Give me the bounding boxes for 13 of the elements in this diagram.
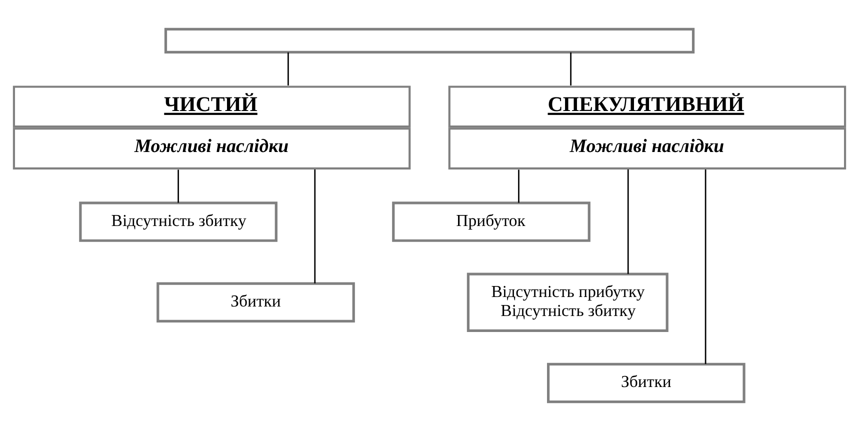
- connector: [314, 169, 316, 284]
- node-box: Збитки: [547, 362, 746, 404]
- connector: [518, 170, 520, 203]
- connector: [704, 169, 706, 364]
- connector: [178, 170, 179, 203]
- connector: [288, 52, 289, 86]
- node-box: [164, 28, 695, 54]
- connector: [570, 52, 572, 86]
- node-box: Збитки: [156, 282, 355, 323]
- node-box: Відсутність прибутку Відсутність збитку: [466, 272, 668, 332]
- node-box: Відсутність збитку: [79, 202, 278, 242]
- node-box: Прибуток: [392, 202, 590, 242]
- connector: [627, 169, 629, 274]
